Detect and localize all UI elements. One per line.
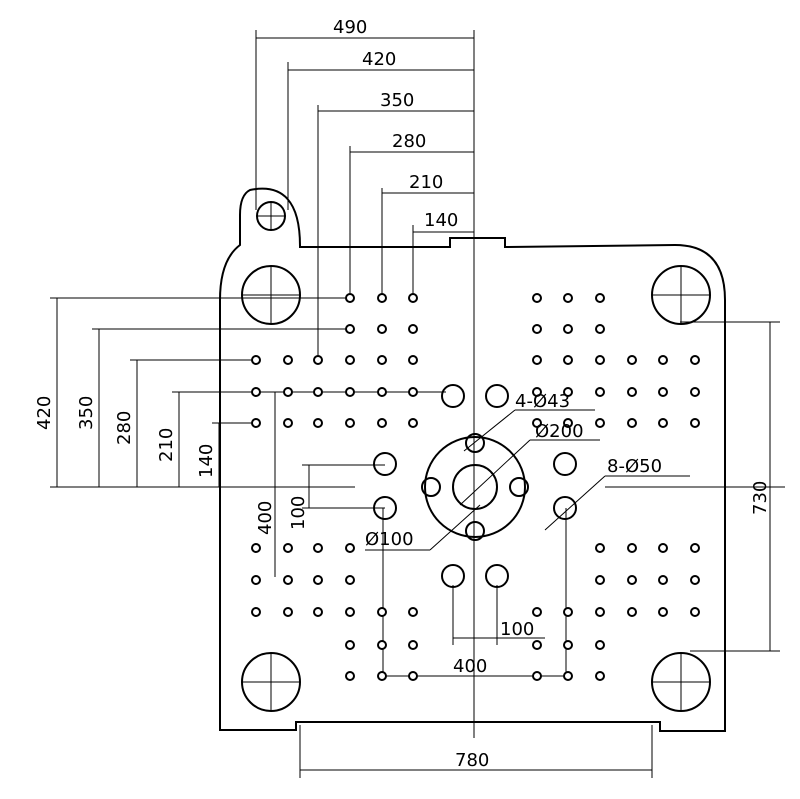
dim-350: 350 <box>380 90 414 111</box>
dim-left-210: 210 <box>156 428 177 462</box>
medium-holes <box>373 384 577 588</box>
dim-left-140: 140 <box>196 444 217 478</box>
dim-400-vertical: 400 <box>255 501 276 535</box>
label-ring-200: Ø200 <box>535 421 584 442</box>
platen-outline <box>219 187 726 732</box>
dim-100-horizontal: 100 <box>500 619 534 640</box>
callouts: 4-Ø43 Ø200 8-Ø50 Ø100 <box>365 391 690 551</box>
center-ring <box>421 433 529 541</box>
dim-420: 420 <box>362 49 396 70</box>
dim-100-vertical: 100 <box>288 496 309 530</box>
center-lines <box>50 30 785 738</box>
dim-490: 490 <box>333 17 367 38</box>
label-4-holes-43: 4-Ø43 <box>515 391 570 412</box>
dim-780: 780 <box>455 750 489 771</box>
dim-left-420: 420 <box>34 396 55 430</box>
big-holes <box>241 201 711 712</box>
left-dimensions: 420 350 280 210 140 <box>34 297 446 487</box>
dim-left-350: 350 <box>76 396 97 430</box>
dim-left-280: 280 <box>114 411 135 445</box>
dim-210: 210 <box>409 172 443 193</box>
dim-280: 280 <box>392 131 426 152</box>
label-center-100: Ø100 <box>365 529 414 550</box>
small-holes <box>251 293 700 681</box>
top-dimensions: 490 420 350 280 210 140 <box>255 17 474 360</box>
dim-400-horizontal: 400 <box>453 656 487 677</box>
dim-730: 730 <box>750 481 771 515</box>
dim-140: 140 <box>424 210 458 231</box>
right-dimension: 730 <box>680 321 780 652</box>
label-8-holes-50: 8-Ø50 <box>607 456 662 477</box>
bottom-dimension: 780 <box>299 725 653 778</box>
